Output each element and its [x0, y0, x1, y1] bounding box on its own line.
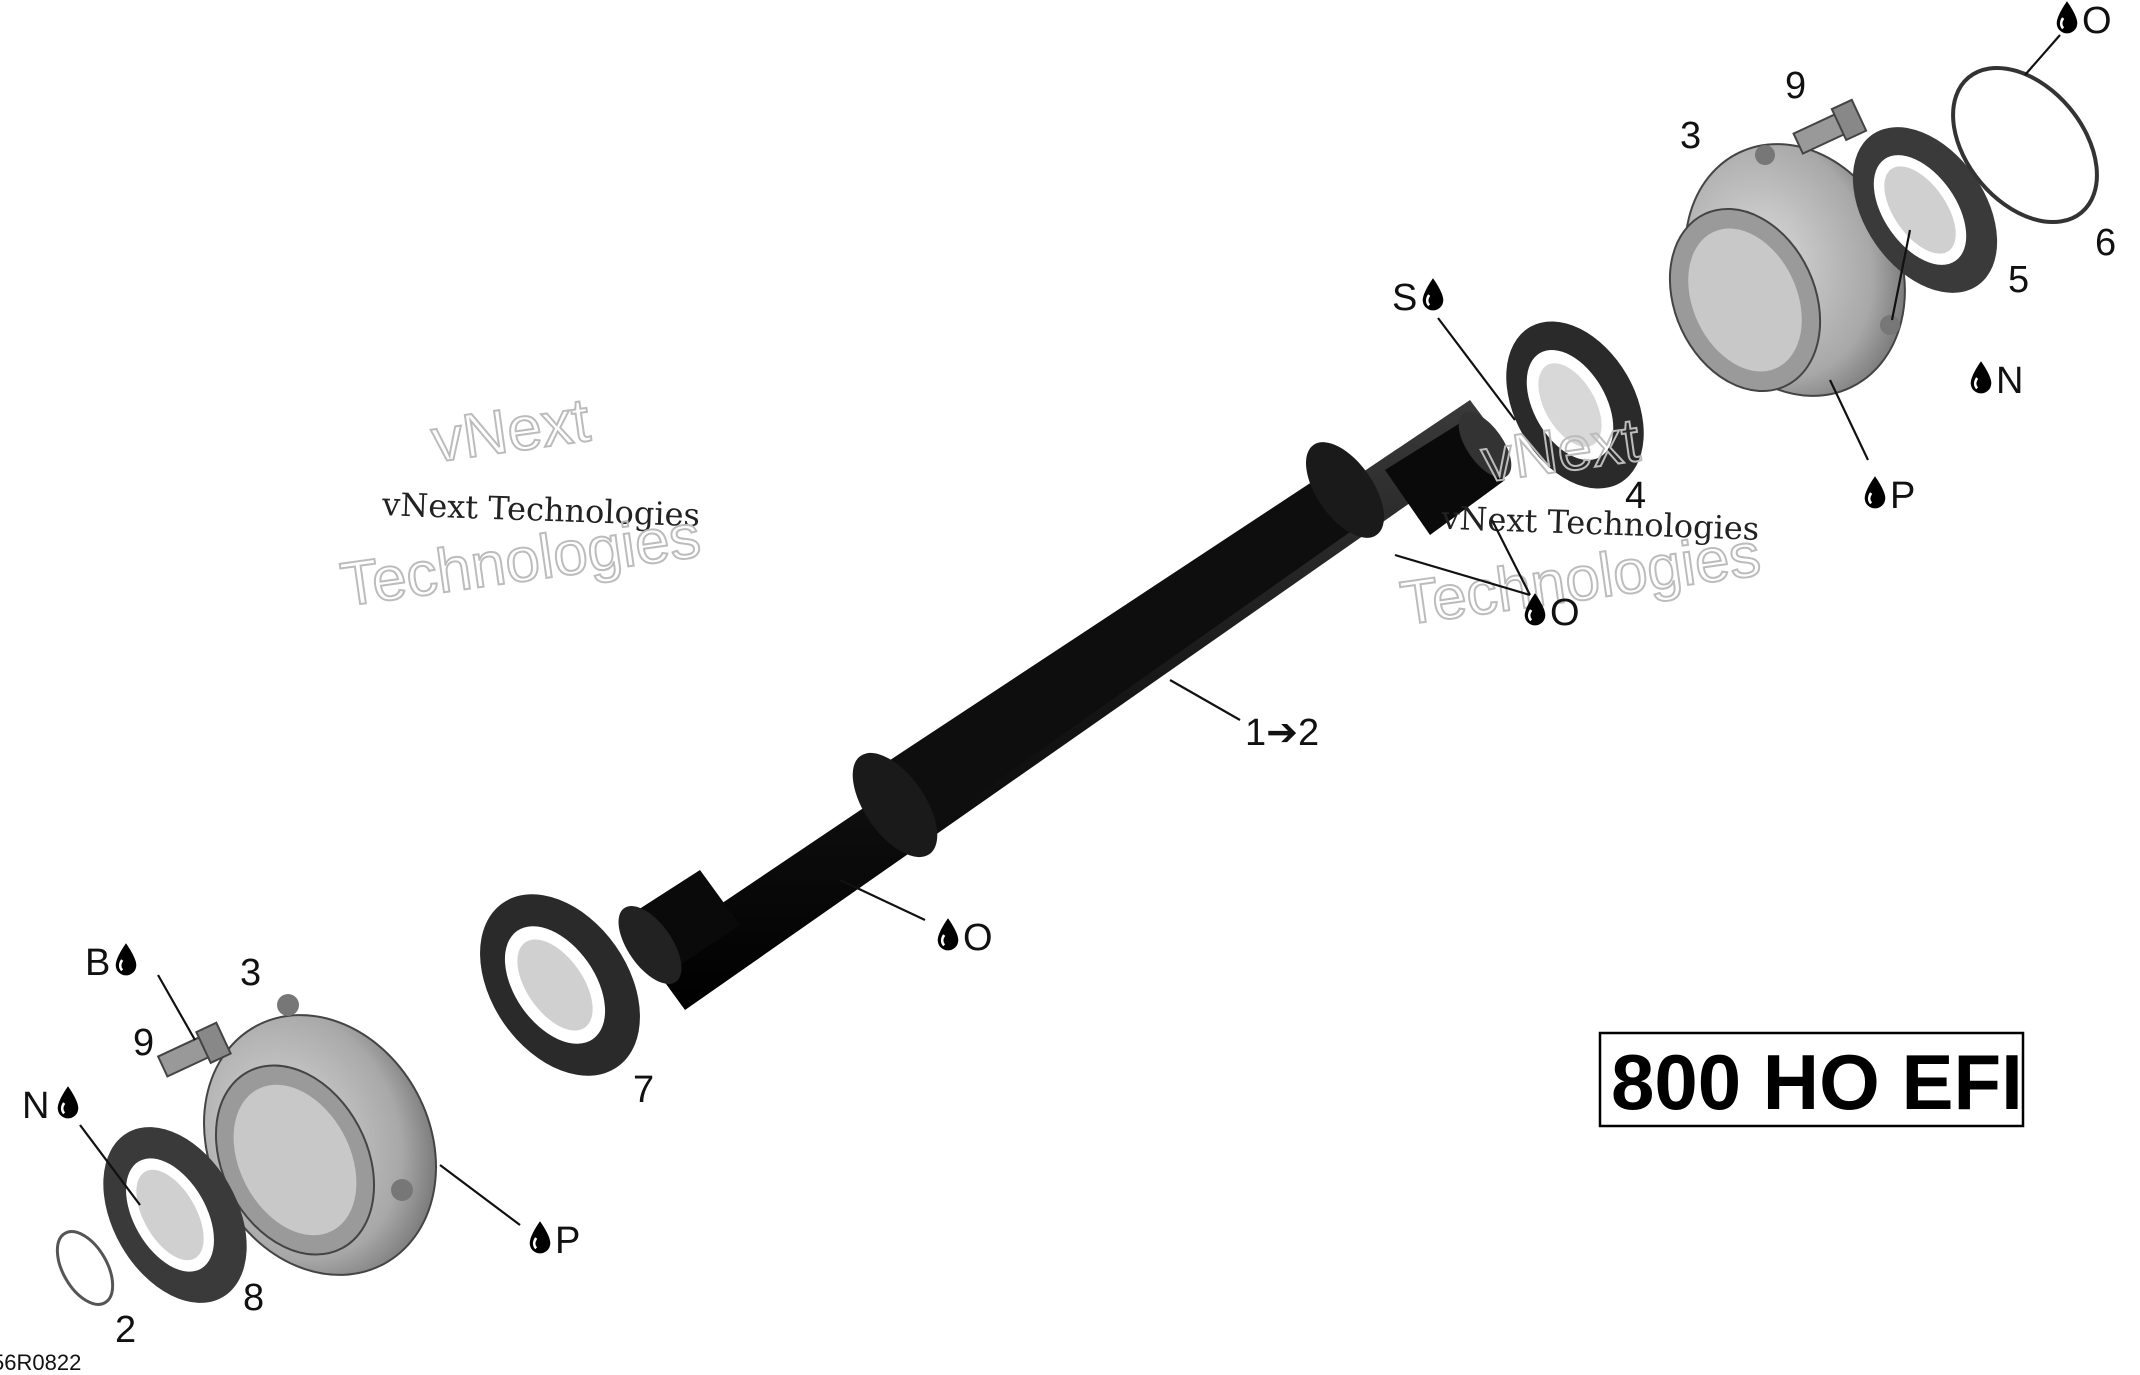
bolt-lower	[156, 1021, 233, 1078]
callout-4: 4	[1625, 475, 1646, 517]
o-ring-6	[1951, 65, 2099, 225]
callout-7: 7	[633, 1069, 654, 1111]
callout-9-top: 9	[1785, 65, 1806, 107]
o-ring-2	[55, 1230, 115, 1306]
seal-ring-7	[480, 894, 640, 1076]
callout-s: S	[1392, 277, 1417, 319]
callout-8: 8	[243, 1277, 264, 1319]
bolt-upper	[1792, 98, 1868, 155]
model-label-box: 800 HO EFI	[1598, 1031, 2025, 1128]
housing-lower	[203, 994, 437, 1276]
callout-n-top: N	[1996, 360, 2023, 402]
callout-o-mid: O	[1550, 592, 1580, 634]
seal-ring-4	[1506, 321, 1644, 489]
callout-o-top: O	[2082, 0, 2112, 42]
callout-2: 2	[115, 1309, 136, 1351]
callout-b: B	[85, 942, 110, 984]
callout-6: 6	[2095, 222, 2116, 264]
callout-n-low: N	[22, 1085, 49, 1127]
callout-p-low: P	[555, 1220, 580, 1262]
model-label: 800 HO EFI	[1611, 1038, 2023, 1126]
callout-5: 5	[2008, 259, 2029, 301]
callout-shaft: 1➔2	[1245, 712, 1319, 754]
housing-upper	[1668, 143, 1906, 397]
callout-o-low: O	[963, 917, 993, 959]
callout-3-top: 3	[1680, 115, 1701, 157]
callout-9-low: 9	[133, 1022, 154, 1064]
watermark-left: vNext vNext Technologies Technologies	[336, 385, 706, 621]
seal-8	[103, 1127, 247, 1303]
watermark-line1: vNext	[427, 386, 594, 476]
callout-p-top: P	[1890, 475, 1915, 517]
diagram-id: 56R0822	[0, 1350, 81, 1375]
callout-labels: O 9 3 6 5 N P S 4 O 1➔2 O B 3 9 N 7 P 8 …	[22, 0, 2116, 1351]
callout-3-low: 3	[240, 952, 261, 994]
seal-5	[1852, 127, 1998, 293]
leader-lines	[79, 34, 2061, 1226]
drive-shaft	[618, 400, 1512, 1010]
